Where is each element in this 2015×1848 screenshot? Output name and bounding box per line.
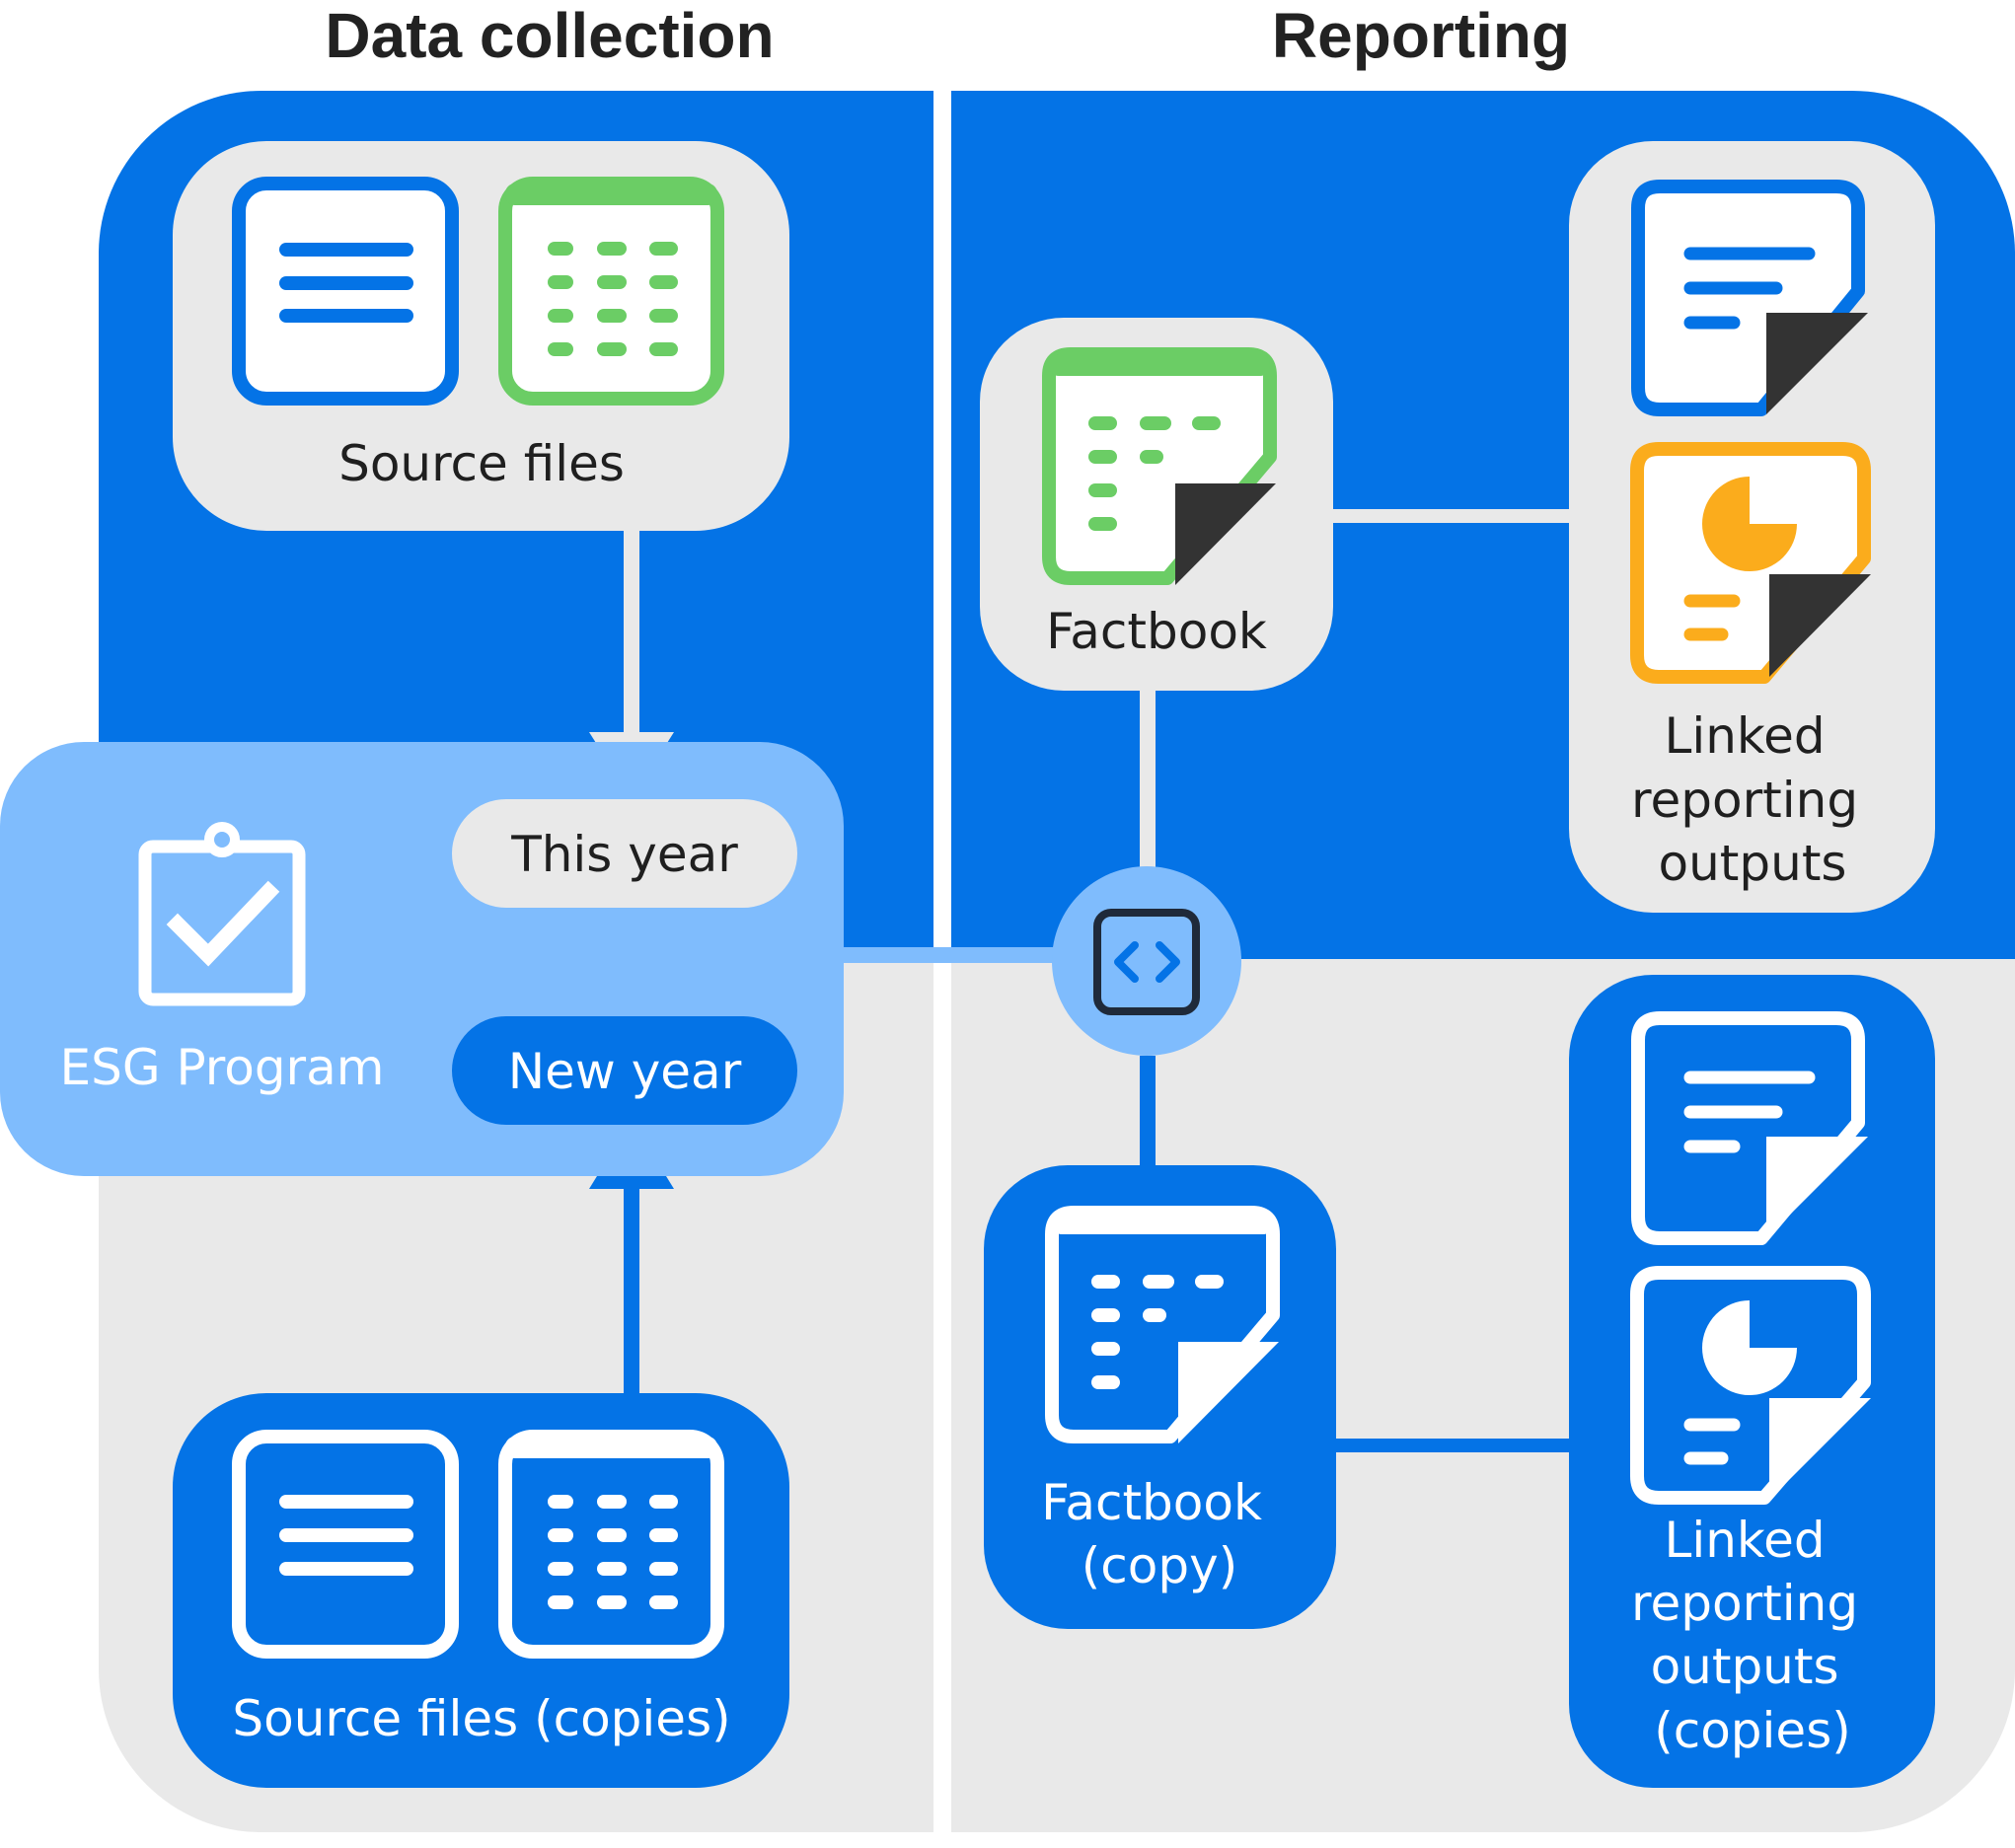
spreadsheet-icon bbox=[498, 1430, 724, 1659]
page-fold bbox=[1769, 574, 1871, 677]
report-icon bbox=[1631, 180, 1868, 416]
connector-copies-up bbox=[624, 1179, 639, 1396]
source-files-label: Source files bbox=[338, 435, 625, 492]
document-icon bbox=[232, 1430, 459, 1659]
factbook-copy-card: Factbook (copy) bbox=[984, 1165, 1336, 1629]
connector-program-to-link bbox=[839, 947, 1056, 963]
connector-link-to-copy bbox=[1140, 1056, 1156, 1169]
clipboard-check-icon bbox=[138, 822, 306, 1006]
code-link-icon bbox=[1093, 909, 1200, 1015]
page-fold bbox=[1766, 1137, 1868, 1238]
page-fold bbox=[1178, 1342, 1279, 1443]
source-files-card: Source files bbox=[173, 141, 789, 531]
reporting-heading: Reporting bbox=[1272, 0, 1570, 71]
factbook-label: Factbook bbox=[1046, 603, 1267, 660]
connector-factbook-to-link bbox=[1140, 691, 1156, 868]
data-collection-heading: Data collection bbox=[325, 0, 774, 71]
new-year-label: New year bbox=[508, 1043, 742, 1100]
linked-outputs-copies-card: Linked reporting outputs (copies) bbox=[1569, 975, 1935, 1788]
page-fold bbox=[1766, 313, 1868, 414]
page-fold bbox=[1175, 483, 1276, 585]
factbook-copy-label: Factbook (copy) bbox=[1041, 1474, 1278, 1594]
this-year-pill: This year bbox=[452, 799, 797, 908]
linked-outputs-card: Linked reporting outputs bbox=[1569, 141, 1935, 913]
page-fold bbox=[1769, 1398, 1871, 1500]
factbook-card: Factbook bbox=[980, 318, 1333, 691]
report-icon bbox=[1631, 1011, 1868, 1245]
connector-factbook-outputs bbox=[1332, 509, 1569, 523]
document-icon bbox=[232, 177, 459, 406]
spreadsheet-icon bbox=[498, 177, 724, 406]
connector-source-down bbox=[624, 528, 639, 740]
linked-outputs-label: Linked reporting outputs bbox=[1631, 707, 1874, 892]
linked-outputs-copies-label: Linked reporting outputs (copies) bbox=[1631, 1512, 1874, 1759]
chart-report-icon bbox=[1630, 442, 1871, 684]
connector-copy-outputs bbox=[1334, 1439, 1571, 1452]
factbook-icon bbox=[1045, 1206, 1280, 1443]
link-node bbox=[1052, 866, 1241, 1056]
source-files-copies-card: Source files (copies) bbox=[173, 1393, 789, 1788]
chart-report-icon bbox=[1630, 1266, 1871, 1505]
factbook-icon bbox=[1042, 347, 1277, 585]
this-year-label: This year bbox=[510, 826, 738, 883]
esg-program-label: ESG Program bbox=[60, 1039, 385, 1096]
new-year-pill: New year bbox=[452, 1016, 797, 1125]
source-files-copies-label: Source files (copies) bbox=[232, 1690, 730, 1747]
esg-program-card: ESG Program This year New year bbox=[0, 742, 844, 1176]
